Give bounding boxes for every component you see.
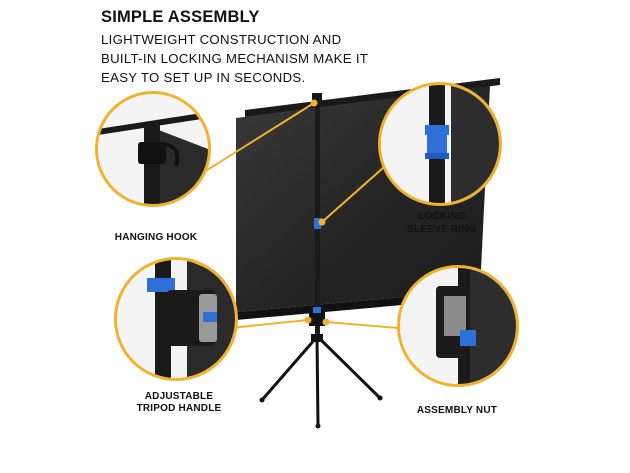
locking-sleeve-ring-label-line1: LOCKING [418,211,466,222]
connector-tripod-handle [229,319,309,329]
tripod-leg-right [317,336,382,400]
connector-assembly-nut [325,321,399,329]
assembly-nut-label: ASSEMBLY NUT [416,405,498,416]
adjustable-tripod-handle-callout [114,257,238,381]
adjustable-tripod-handle-label-line1: ADJUSTABLE [144,391,214,402]
tripod-leg-center [315,337,320,427]
subline-3: EASY TO SET UP IN SECONDS. [101,70,306,85]
hanging-hook-label: HANGING HOOK [114,232,198,243]
hanging-hook-callout [95,91,211,207]
locking-sleeve-ring-callout [378,82,502,206]
connector-locking-ring [321,159,393,223]
adjustable-tripod-handle-label-line2: TRIPOD HANDLE [136,403,222,414]
pole-blue-ring [314,218,321,229]
locking-sleeve-ring-label-line2: SLEEVE RING [407,224,477,235]
headline: SIMPLE ASSEMBLY [101,8,260,26]
tripod-leg-left [260,337,318,401]
pole-top-cap [312,93,322,101]
pole-handle [309,312,325,326]
pole-handle-blue [313,307,321,313]
tripod-hub [311,334,323,342]
assembly-nut-callout [397,265,519,387]
connector-hanging-hook [195,102,315,178]
subline-1: LIGHTWEIGHT CONSTRUCTION AND [101,32,342,47]
subline-2: BUILT-IN LOCKING MECHANISM MAKE IT [101,51,369,66]
